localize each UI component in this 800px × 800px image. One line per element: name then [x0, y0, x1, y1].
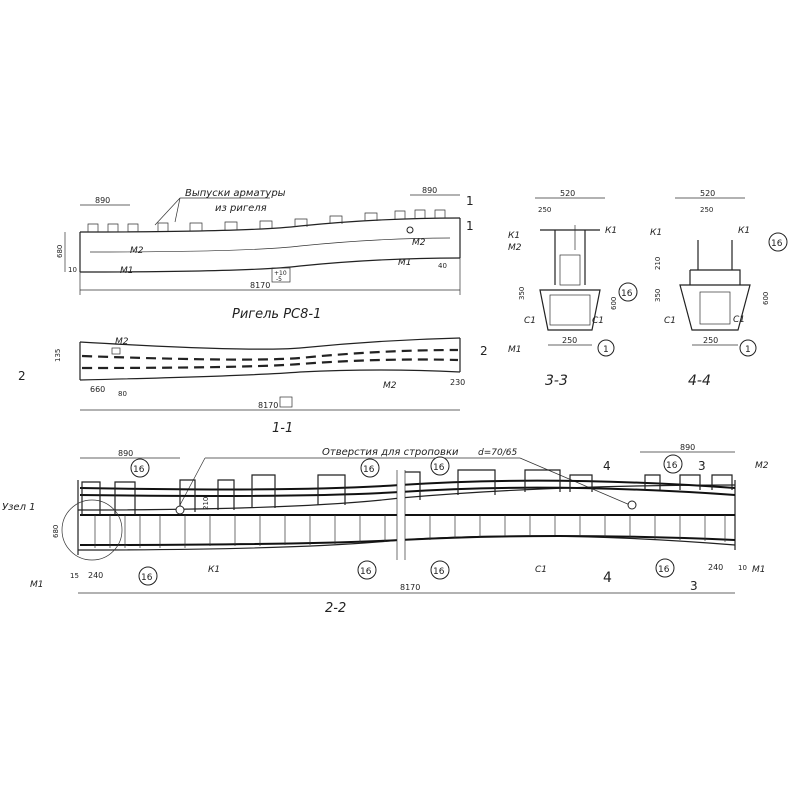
label-c1-v2: С1: [535, 565, 547, 575]
mark-3-bottom: 3: [690, 579, 698, 593]
dim-8170-plan: 8170: [258, 401, 278, 410]
dim-80: 80: [118, 390, 127, 398]
section-3-3-title: 3-3: [545, 373, 568, 389]
label-k1-s4-right: К1: [738, 226, 750, 236]
pos-16-a: 16: [133, 465, 145, 475]
label-k1-s3-left: К1: [508, 231, 520, 241]
dim-600-s3: 600: [610, 297, 618, 310]
rebar-outlets: [87, 209, 446, 232]
dim-230: 230: [450, 378, 465, 387]
dim-10-right: 10: [738, 564, 747, 572]
mark-2-left: 2: [18, 369, 26, 383]
label-m1-v2-right: М1: [752, 565, 766, 575]
label-c1-s4-right: С1: [733, 315, 745, 325]
side-view: Выпуски арматуры из ригеля 890 890 8170 …: [56, 186, 474, 322]
dim-240-left: 240: [88, 571, 103, 580]
reinforcement-view-2-2: Отверстия для строповки d=70/65 890 890: [2, 443, 769, 616]
note-rebar-outlets-2: из ригеля: [215, 203, 267, 214]
mark-4-bottom: 4: [603, 570, 612, 586]
stirrups: [94, 515, 726, 548]
dim-210-s4: 210: [654, 257, 662, 270]
tol-minus5: -5: [276, 276, 282, 283]
mark-1-top: 1: [466, 194, 474, 208]
pos-16-s3: 16: [621, 289, 633, 299]
section-2-2-title: 2-2: [325, 601, 346, 616]
plan-top-edge: [79, 337, 461, 350]
dim-600-s4: 600: [762, 292, 770, 305]
note-lifting-holes: Отверстия для строповки: [322, 447, 459, 458]
tol-plus10: +10: [274, 270, 287, 277]
label-k1-s4-left: К1: [650, 228, 662, 238]
label-k1-s3-right: К1: [605, 226, 617, 236]
dim-890-right: 890: [422, 186, 437, 195]
pos-16-f: 16: [360, 567, 372, 577]
dim-250-s3: 250: [562, 336, 577, 345]
dim-10-v1: 10: [68, 266, 77, 274]
plan-view-1-1: М2 М2 8170 660 80 230 135 2 2 1-1: [18, 337, 488, 436]
dim-520-s4: 520: [700, 189, 715, 198]
label-m2-v1-left: М2: [130, 246, 144, 256]
section-3-3: 520 250 К1 К1 М2 С1 С1 М1 16 1 250 600 3…: [508, 189, 638, 389]
label-k1-v2: К1: [208, 565, 220, 575]
mark-3-top: 3: [698, 459, 706, 473]
dim-890-v2-right: 890: [680, 443, 695, 452]
dim-210-v2: 210: [202, 497, 210, 510]
plan-bottom-edge: [79, 369, 461, 381]
dim-680-v1: 680: [56, 245, 64, 258]
view-title: Ригель РС8-1: [232, 307, 321, 322]
section-4-4-title: 4-4: [688, 373, 711, 389]
top-loops: [81, 469, 733, 515]
pos-16-h: 16: [658, 565, 670, 575]
note-rebar-outlets: Выпуски арматуры: [185, 188, 286, 199]
dim-40-10: 40: [438, 262, 447, 270]
beam-top-edge: [79, 217, 461, 233]
pos-16-s4: 16: [771, 239, 783, 249]
dim-15-left: 15: [70, 572, 79, 580]
dim-250-s4: 250: [703, 336, 718, 345]
label-m1-v2-left: М1: [30, 580, 44, 590]
dim-520-s3: 520: [560, 189, 575, 198]
pos-1-s4: 1: [745, 345, 751, 355]
dim-250-top-s4: 250: [700, 206, 713, 214]
dim-240-right: 240: [708, 563, 723, 572]
beam-bottom-edge: [79, 257, 461, 273]
note-hole-diameter: d=70/65: [478, 448, 517, 458]
dim-890-left: 890: [95, 196, 110, 205]
dim-135-plan: 135: [54, 349, 62, 362]
label-m2-v1-right: М2: [412, 238, 426, 248]
node-label: Узел 1: [2, 502, 36, 513]
pos-16-e: 16: [141, 573, 153, 583]
dim-350-s3: 350: [518, 287, 526, 300]
pos-1-s3: 1: [603, 345, 609, 355]
label-m1-s3: М1: [508, 345, 522, 355]
dim-8170-v2: 8170: [400, 583, 420, 592]
label-m2-plan-top: М2: [115, 337, 129, 347]
pos-16-g: 16: [433, 567, 445, 577]
dim-350-s4: 350: [654, 289, 662, 302]
label-m1-v1-right: М1: [398, 258, 412, 268]
dim-135-250-135-s3: 250: [538, 206, 551, 214]
label-m2-s3: М2: [508, 243, 522, 253]
section-4-4: 520 250 К1 К1 С1 С1 16 1 250 600 350 210…: [650, 189, 788, 389]
dim-890-v2-left: 890: [118, 449, 133, 458]
pos-16-c: 16: [433, 463, 445, 473]
dim-660: 660: [90, 385, 105, 394]
mark-4-top: 4: [603, 459, 611, 473]
mark-1-bottom: 1: [466, 219, 474, 233]
pos-16-d: 16: [666, 461, 678, 471]
label-c1-s4-left: С1: [664, 316, 676, 326]
pos-16-b: 16: [363, 465, 375, 475]
dim-8170-view1: 8170: [250, 281, 270, 290]
label-m1-v1-left: М1: [120, 266, 134, 276]
label-m2-v2: М2: [755, 461, 769, 471]
label-m2-plan-bottom: М2: [383, 381, 397, 391]
mark-2-right: 2: [480, 344, 488, 358]
label-c1-s3-left: С1: [524, 316, 536, 326]
label-c1-s3-right: С1: [592, 316, 604, 326]
dim-680-v2: 680: [52, 525, 60, 538]
section-1-1-title: 1-1: [272, 421, 293, 436]
